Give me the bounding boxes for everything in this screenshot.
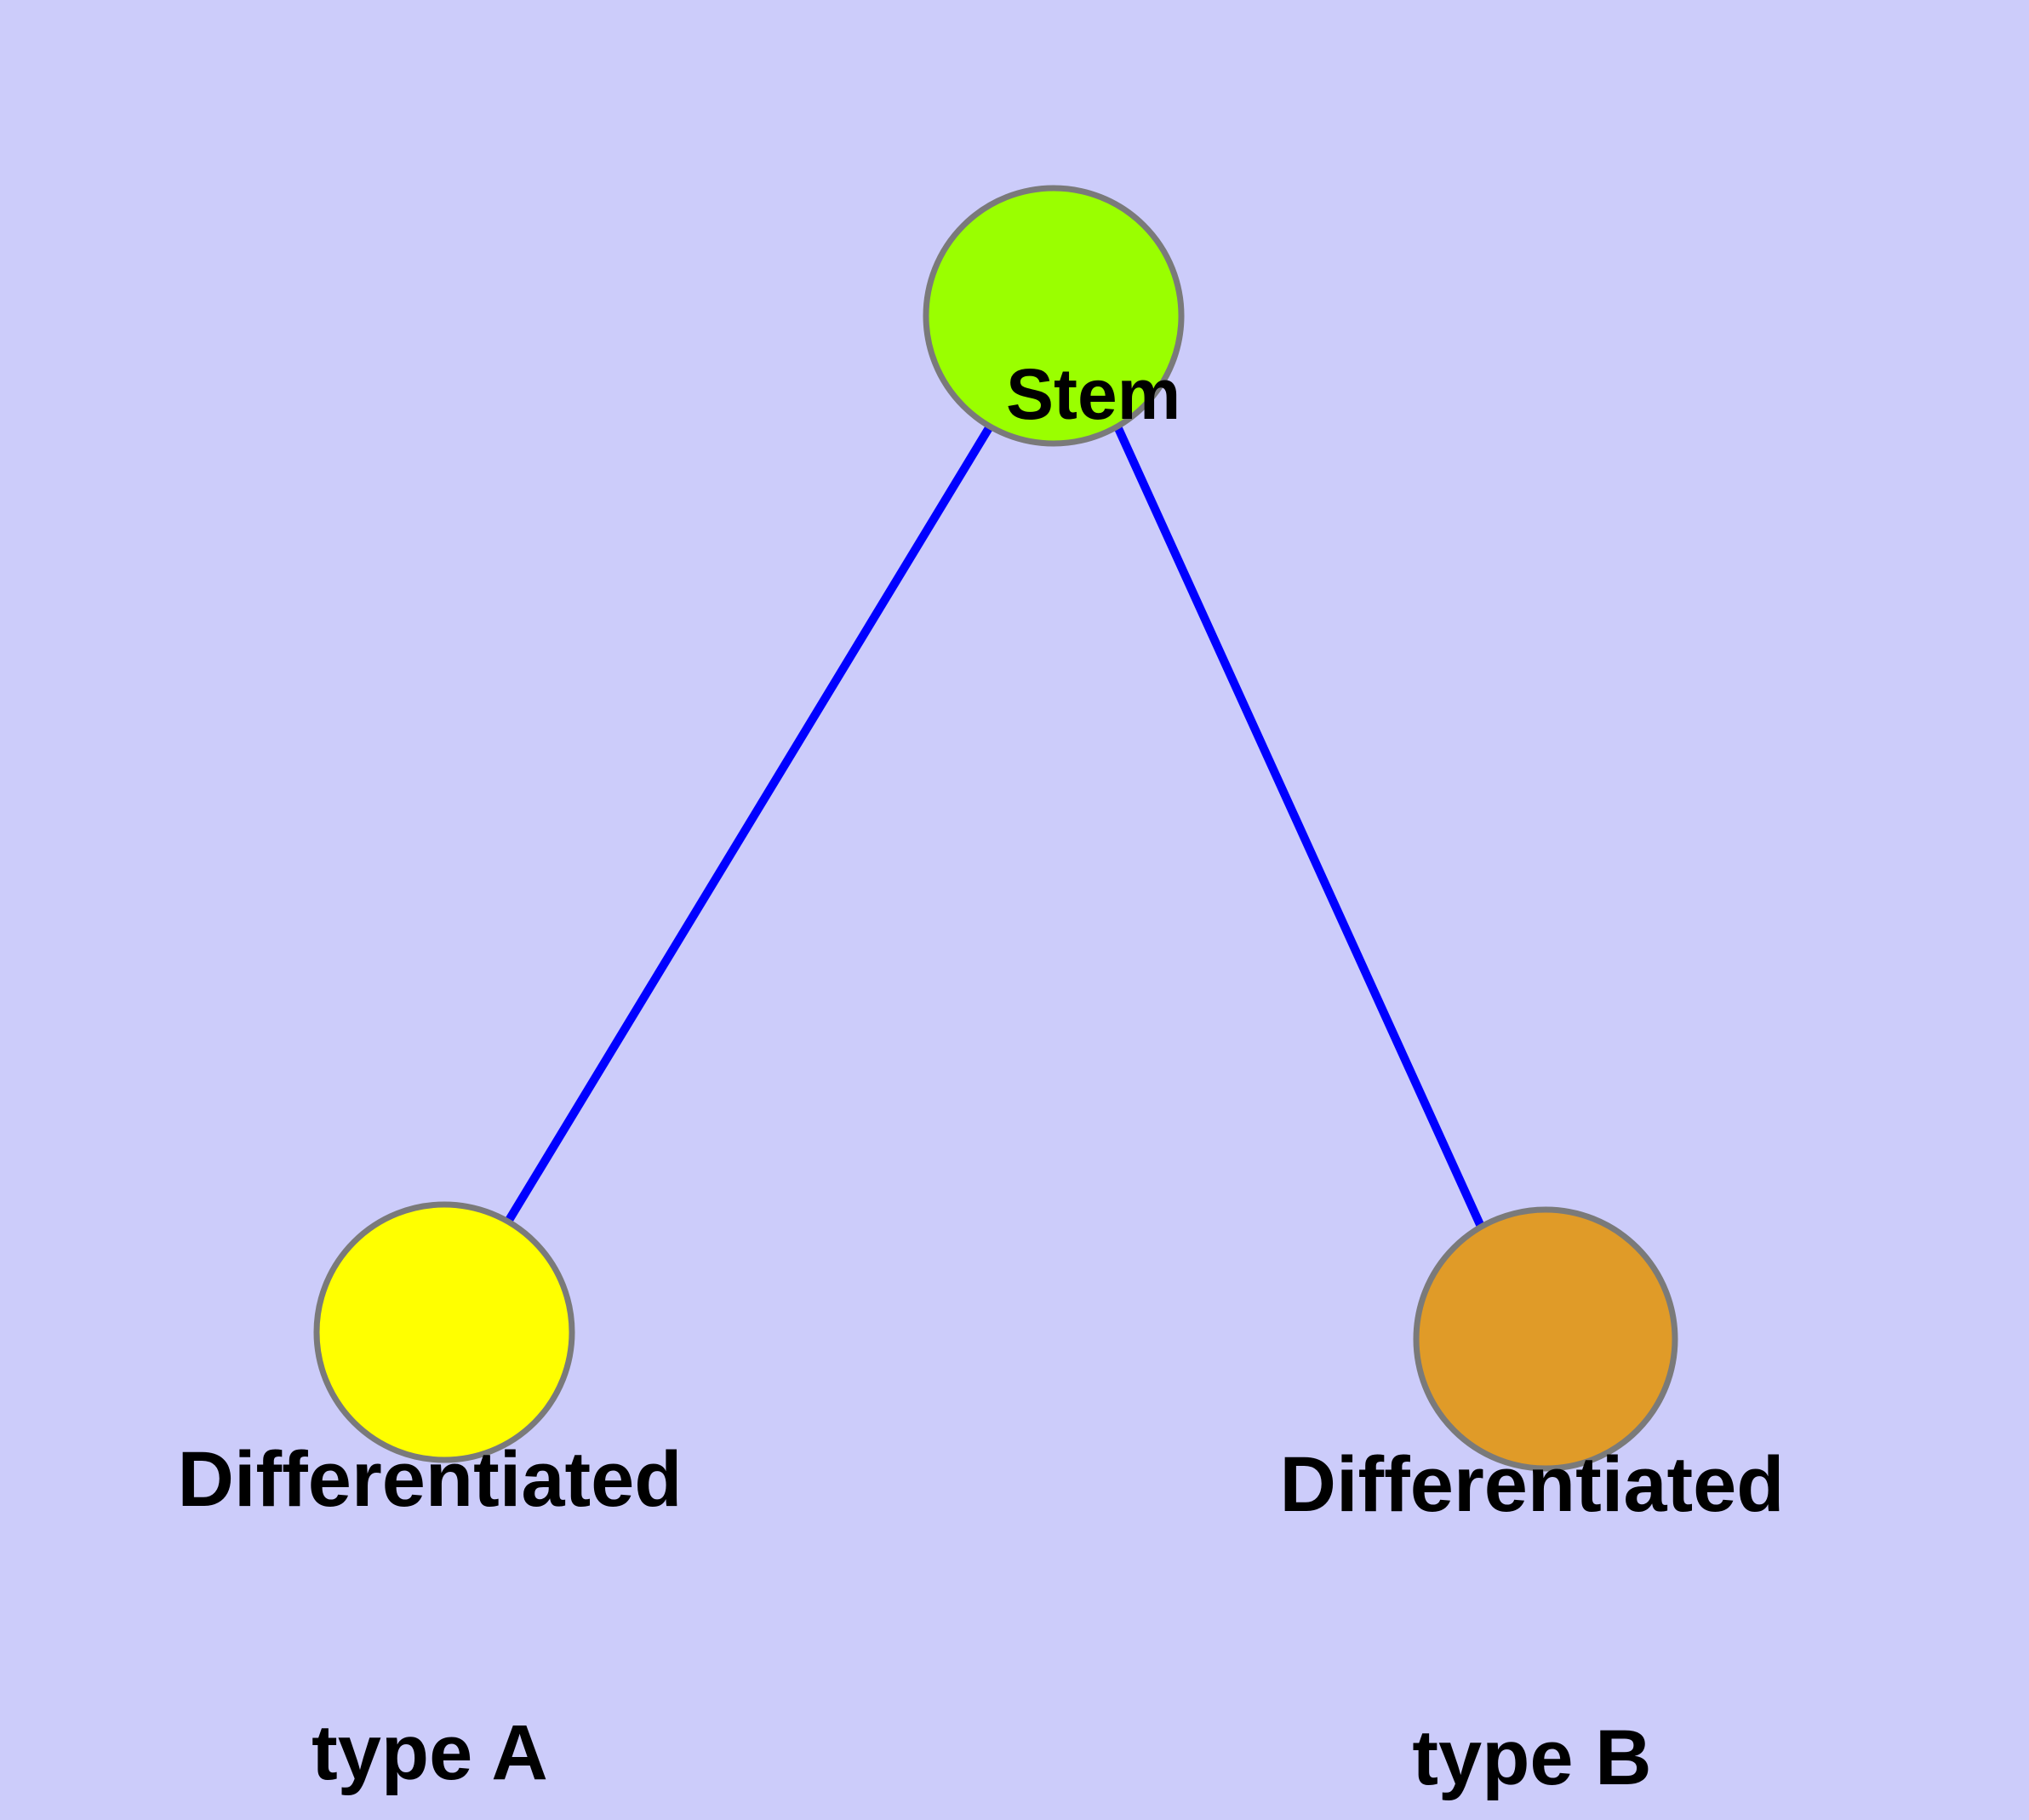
node-differentiated-type-a[interactable] (313, 1201, 575, 1463)
edge-stem-to-type-b[interactable] (1113, 424, 1486, 1231)
edge-layer (504, 424, 1486, 1231)
node-stem[interactable] (923, 185, 1185, 447)
node-layer (313, 185, 1678, 1472)
edge-stem-to-type-a[interactable] (504, 424, 994, 1224)
node-differentiated-type-b[interactable] (1413, 1206, 1678, 1472)
